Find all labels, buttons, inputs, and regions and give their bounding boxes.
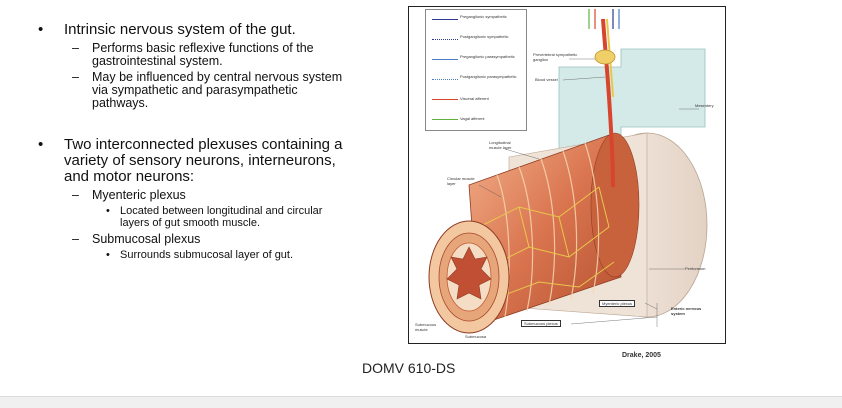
bullet-marker: •: [106, 205, 110, 217]
legend-swatch: [432, 99, 458, 100]
slide: • Intrinsic nervous system of the gut. –…: [38, 6, 726, 376]
gut-anatomy-illustration: [428, 9, 708, 334]
bullet-level3: • Located between longitudinal and circu…: [38, 205, 348, 229]
legend-swatch: [432, 19, 458, 20]
bullet-text: Surrounds submucosal layer of gut.: [120, 249, 294, 261]
bullet-marker: –: [72, 232, 79, 246]
bullet-level3: • Surrounds submucosal layer of gut.: [38, 249, 348, 261]
label-submucous-plexus: Submucous plexus: [521, 320, 561, 327]
bullet-text: Performs basic reflexive functions of th…: [92, 41, 314, 68]
bullet-text: Intrinsic nervous system of the gut.: [64, 21, 296, 38]
bullet-marker: –: [72, 41, 79, 55]
label-circular-muscle: Circular muscle layer: [447, 176, 475, 186]
bullet-text: Two interconnected plexuses containing a…: [64, 136, 343, 185]
bullet-list: • Intrinsic nervous system of the gut. –…: [38, 22, 348, 265]
legend-swatch: [432, 59, 458, 60]
bullet-text: May be influenced by central nervous sys…: [92, 70, 343, 110]
slide-footer: DOMV 610-DS: [362, 360, 456, 376]
label-prevertebral-ganglion: Prevertebral sympathetic ganglion: [533, 52, 578, 62]
label-mesentery: Mesentery: [695, 103, 714, 108]
enteric-nervous-system-figure: Preganglionic sympathetic Postganglionic…: [408, 6, 726, 344]
bullet-marker: –: [72, 188, 79, 202]
bullet-level2: – May be influenced by central nervous s…: [38, 71, 348, 110]
bullet-marker: –: [72, 70, 79, 84]
legend-label: Postganglionic sympathetic: [460, 34, 509, 39]
label-submucosa: Submucosa: [465, 334, 487, 339]
bullet-text: Submucosal plexus: [92, 232, 201, 246]
figure-legend: Preganglionic sympathetic Postganglionic…: [425, 9, 527, 131]
label-peritoneum: Peritoneum: [685, 266, 706, 271]
bullet-text: Located between longitudinal and circula…: [120, 205, 323, 229]
figure-credit: Drake, 2005: [622, 352, 661, 359]
bullet-marker: •: [38, 136, 44, 153]
legend-swatch: [432, 119, 458, 120]
bullet-level1: • Intrinsic nervous system of the gut.: [38, 22, 348, 38]
legend-swatch: [432, 39, 458, 40]
label-myenteric-plexus: Myenteric plexus: [599, 300, 636, 307]
legend-swatch: [432, 79, 458, 80]
bullet-level1: • Two interconnected plexuses containing…: [38, 137, 348, 185]
label-enteric-nervous-system: Enteric nervous system: [671, 306, 702, 316]
label-submucous-muscle: Submucous muscle: [415, 322, 437, 332]
label-longitudinal-muscle: Longitudinal muscle layer: [489, 140, 512, 150]
label-blood-vessel: Blood vessel: [535, 77, 558, 82]
legend-label: Postganglionic parasympathetic: [460, 74, 517, 79]
bullet-marker: •: [38, 21, 44, 38]
bullet-text: Myenteric plexus: [92, 188, 186, 202]
bullet-level2: – Performs basic reflexive functions of …: [38, 42, 348, 68]
legend-label: Preganglionic parasympathetic: [460, 54, 515, 59]
legend-label: Vagal afferent: [460, 116, 485, 121]
legend-label: Preganglionic sympathetic: [460, 14, 507, 19]
bullet-level2: – Myenteric plexus: [38, 189, 348, 202]
bottom-bar: [0, 396, 842, 408]
bullet-level2: – Submucosal plexus: [38, 233, 348, 246]
legend-label: Visceral afferent: [460, 96, 489, 101]
bullet-marker: •: [106, 249, 110, 261]
